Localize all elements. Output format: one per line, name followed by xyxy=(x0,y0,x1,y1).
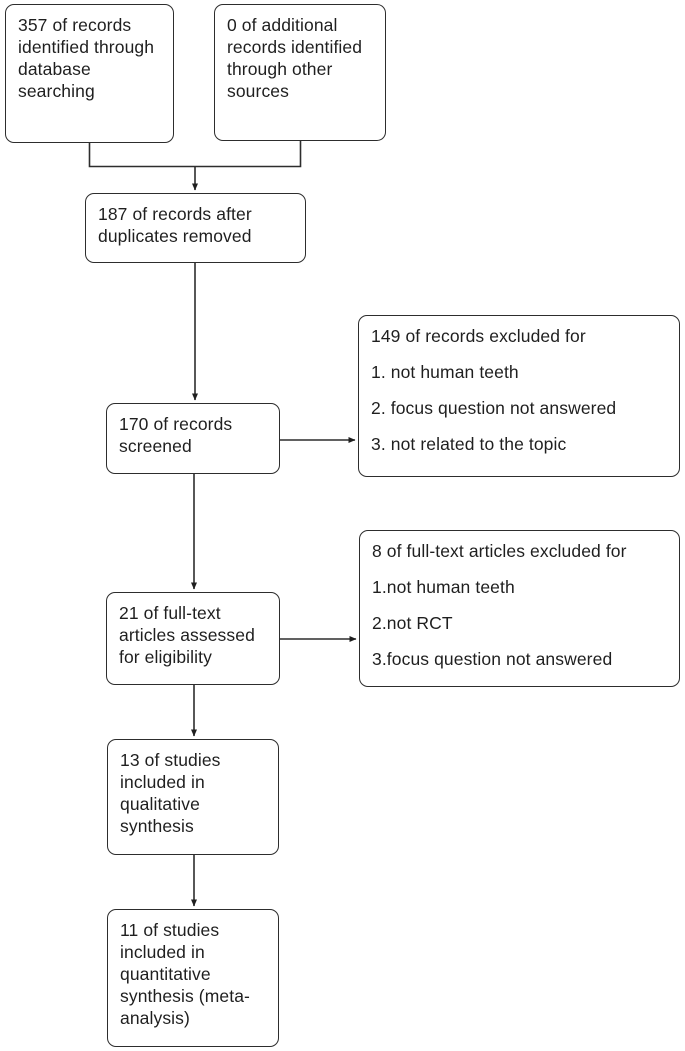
records-excluded-reason-1: 1. not human teeth xyxy=(371,362,519,382)
fulltext-excluded-reason-1: 1.not human teeth xyxy=(372,577,515,597)
box-records-after-duplicates-removed: 187 of records after duplicates removed xyxy=(85,193,306,263)
fulltext-excluded-reason-2: 2.not RCT xyxy=(372,613,453,633)
box-fulltext-articles-excluded: 8 of full-text articles excluded for 1.n… xyxy=(359,530,680,687)
box-records-identified-database: 357 of records identified through databa… xyxy=(5,4,174,143)
fulltext-excluded-reason-3: 3.focus question not answered xyxy=(372,649,613,669)
records-excluded-title: 149 of records excluded for xyxy=(371,326,586,346)
box-records-identified-other-sources: 0 of additional records identified throu… xyxy=(214,4,386,141)
box-records-excluded: 149 of records excluded for 1. not human… xyxy=(358,315,680,477)
fulltext-excluded-title: 8 of full-text articles excluded for xyxy=(372,541,627,561)
box-studies-qualitative-synthesis: 13 of studies included in qualitative sy… xyxy=(107,739,279,855)
box-fulltext-articles-assessed: 21 of full-text articles assessed for el… xyxy=(106,592,280,685)
box-records-screened: 170 of records screened xyxy=(106,403,280,474)
merge-connector xyxy=(88,140,302,168)
records-excluded-reason-2: 2. focus question not answered xyxy=(371,398,617,418)
box-studies-quantitative-synthesis: 11 of studies included in quantitative s… xyxy=(107,909,279,1047)
records-excluded-reason-3: 3. not related to the topic xyxy=(371,434,567,454)
